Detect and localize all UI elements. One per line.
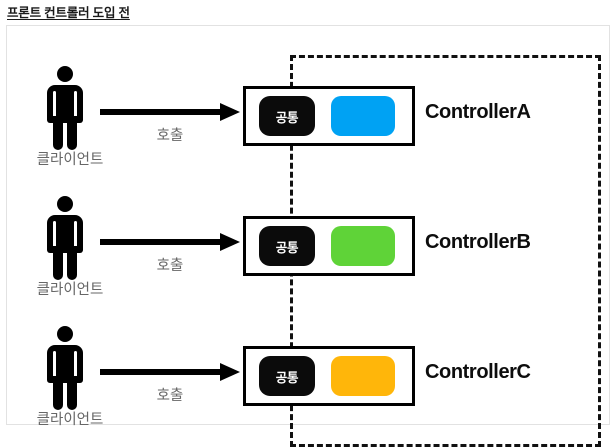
- controller-box: 공통: [243, 86, 415, 146]
- page-title: 프론트 컨트롤러 도입 전: [7, 6, 130, 20]
- person-leg-left: [53, 376, 63, 410]
- client-label: 클라이언트: [36, 412, 104, 428]
- call-label: 호출: [156, 258, 184, 274]
- call-arrow-icon: [100, 233, 240, 251]
- controller-box: 공통: [243, 216, 415, 276]
- arrow-head: [220, 363, 240, 381]
- person-head: [57, 66, 73, 82]
- person-leg-left: [53, 116, 63, 150]
- client-label: 클라이언트: [36, 282, 104, 298]
- controller-logic-chip: [331, 96, 395, 136]
- person-arm-gap-right: [74, 351, 77, 381]
- client-actor: 클라이언트: [27, 194, 105, 310]
- controller-name-label: ControllerA: [425, 101, 531, 123]
- person-leg-right: [67, 376, 77, 410]
- person-arm-gap-left: [53, 351, 56, 381]
- person-arm-gap-left: [53, 91, 56, 121]
- arrow-shaft: [100, 369, 224, 375]
- person-icon: [39, 196, 91, 280]
- call-label: 호출: [156, 128, 184, 144]
- arrow-shaft: [100, 109, 224, 115]
- person-arm-gap-right: [74, 221, 77, 251]
- diagram-frame: 클라이언트 호출 공통 ControllerA 클라이언트: [6, 25, 611, 447]
- person-leg-right: [67, 246, 77, 280]
- person-leg-right: [67, 116, 77, 150]
- person-head: [57, 196, 73, 212]
- arrow-head: [220, 233, 240, 251]
- person-icon: [39, 66, 91, 150]
- controller-name-label: ControllerC: [425, 361, 531, 383]
- person-arm-gap-left: [53, 221, 56, 251]
- controller-name-label: ControllerB: [425, 231, 531, 253]
- arrow-head: [220, 103, 240, 121]
- call-label: 호출: [156, 388, 184, 404]
- controller-row: 클라이언트 호출 공통 ControllerC: [7, 324, 611, 444]
- controller-logic-chip: [331, 356, 395, 396]
- call-arrow-icon: [100, 103, 240, 121]
- common-logic-chip: 공통: [259, 96, 315, 136]
- client-actor: 클라이언트: [27, 324, 105, 440]
- controller-row: 클라이언트 호출 공통 ControllerB: [7, 194, 611, 314]
- person-arm-gap-right: [74, 91, 77, 121]
- person-leg-left: [53, 246, 63, 280]
- controller-row: 클라이언트 호출 공통 ControllerA: [7, 64, 611, 184]
- client-label: 클라이언트: [36, 152, 104, 168]
- call-arrow-icon: [100, 363, 240, 381]
- common-logic-chip: 공통: [259, 356, 315, 396]
- common-logic-chip: 공통: [259, 226, 315, 266]
- controller-box: 공통: [243, 346, 415, 406]
- controller-logic-chip: [331, 226, 395, 266]
- client-actor: 클라이언트: [27, 64, 105, 180]
- arrow-shaft: [100, 239, 224, 245]
- person-head: [57, 326, 73, 342]
- person-icon: [39, 326, 91, 410]
